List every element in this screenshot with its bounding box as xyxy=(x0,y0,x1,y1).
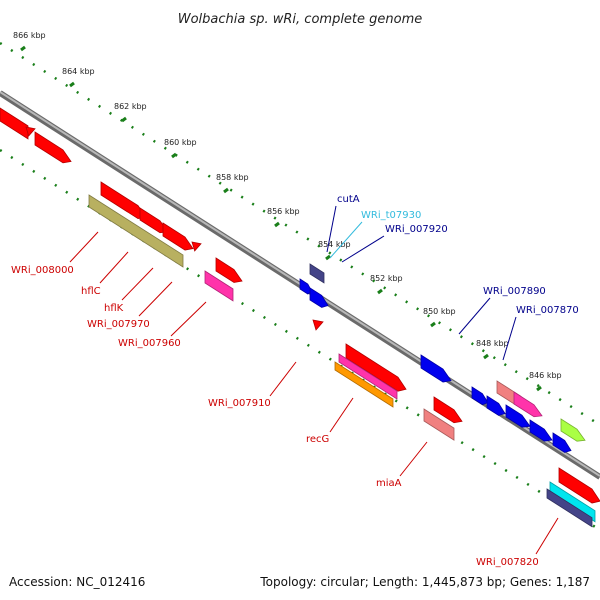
feature-label[interactable]: recG xyxy=(306,434,329,445)
scale-ticks: 866 kbp 864 kbp 862 kbp 860 kbp 858 kbp 856 k… xyxy=(13,31,562,392)
gene-feature[interactable] xyxy=(558,467,600,504)
scale-tick xyxy=(274,221,280,228)
gene-feature[interactable] xyxy=(162,222,194,251)
gene-feature[interactable] xyxy=(529,419,553,442)
map-title: Wolbachia sp. wRi, complete genome xyxy=(178,12,423,27)
feature-label[interactable]: cutA xyxy=(337,194,360,205)
label-leader-line xyxy=(69,231,99,263)
topology-text: Topology: circular; Length: 1,445,873 bp… xyxy=(259,575,590,589)
scale-tick xyxy=(325,254,331,261)
scale-tick xyxy=(377,288,383,295)
feature-label[interactable]: WRi_007920 xyxy=(385,224,448,235)
label-leader-line xyxy=(341,235,385,263)
upper-dotted-guide xyxy=(0,41,600,427)
scale-tick xyxy=(121,116,127,123)
label-leader-line xyxy=(99,251,129,284)
gene-feature[interactable] xyxy=(345,343,407,392)
label-leader-line xyxy=(269,361,297,397)
scale-tick xyxy=(69,81,75,88)
label-leader-line xyxy=(326,205,337,253)
gene-feature[interactable] xyxy=(546,488,593,528)
scale-tick-label: 862 kbp xyxy=(114,102,147,111)
feature-label[interactable]: WRi_t07930 xyxy=(361,210,421,221)
gene-feature[interactable] xyxy=(423,408,455,441)
feature-labels: WRi_008000 hflC hflK WRi_007970 WRi_0079… xyxy=(11,194,579,568)
gene-feature[interactable] xyxy=(309,263,325,284)
feature-label[interactable]: WRi_007960 xyxy=(118,338,181,349)
gene-feature[interactable] xyxy=(204,270,234,302)
label-leader-line xyxy=(138,281,173,317)
gene-feature[interactable] xyxy=(513,391,543,418)
feature-label[interactable]: hflK xyxy=(104,303,124,314)
gene-feature[interactable] xyxy=(215,257,243,283)
feature-label[interactable]: WRi_007870 xyxy=(516,305,579,316)
scale-tick-label: 848 kbp xyxy=(476,339,509,348)
gene-features xyxy=(0,107,600,528)
feature-label[interactable]: WRi_007890 xyxy=(483,286,546,297)
gene-feature[interactable] xyxy=(471,386,489,406)
scale-tick xyxy=(430,321,436,328)
scale-tick-label: 852 kbp xyxy=(370,274,403,283)
scale-tick-label: 856 kbp xyxy=(267,207,300,216)
gene-feature[interactable] xyxy=(34,131,72,164)
label-leader-line xyxy=(329,397,354,433)
gene-feature[interactable] xyxy=(309,287,329,308)
scale-tick-label: 860 kbp xyxy=(164,138,197,147)
label-leader-line xyxy=(458,297,491,335)
label-leader-line xyxy=(535,517,559,555)
label-leader-line xyxy=(329,221,363,259)
scale-tick xyxy=(171,152,177,159)
scale-tick-label: 846 kbp xyxy=(529,371,562,380)
feature-label[interactable]: hflC xyxy=(81,286,101,297)
scale-tick-label: 854 kbp xyxy=(318,240,351,249)
feature-label[interactable]: WRi_007970 xyxy=(87,319,150,330)
label-leader-line xyxy=(399,441,428,477)
gene-feature[interactable] xyxy=(486,395,506,416)
gene-feature[interactable] xyxy=(420,354,452,383)
gene-feature[interactable] xyxy=(191,241,202,252)
scale-tick-label: 850 kbp xyxy=(423,307,456,316)
scale-tick-label: 866 kbp xyxy=(13,31,46,40)
feature-label[interactable]: WRi_007910 xyxy=(208,398,271,409)
gene-feature[interactable] xyxy=(25,126,36,137)
gene-feature[interactable] xyxy=(505,404,531,428)
scale-tick xyxy=(223,187,229,194)
label-leader-line xyxy=(170,301,207,337)
feature-label[interactable]: WRi_007820 xyxy=(476,557,539,568)
label-leader-line xyxy=(121,267,154,301)
scale-tick-label: 858 kbp xyxy=(216,173,249,182)
gene-feature[interactable] xyxy=(549,481,596,523)
accession-text: Accession: NC_012416 xyxy=(9,575,145,589)
gene-feature[interactable] xyxy=(560,418,586,442)
scale-tick xyxy=(536,385,542,392)
gene-feature[interactable] xyxy=(433,396,463,424)
scale-tick xyxy=(483,353,489,360)
gene-feature[interactable] xyxy=(88,194,184,268)
feature-label[interactable]: miaA xyxy=(376,478,402,489)
feature-label[interactable]: WRi_008000 xyxy=(11,265,74,276)
gene-feature[interactable] xyxy=(312,319,324,331)
gene-feature[interactable] xyxy=(552,432,572,453)
gene-feature[interactable] xyxy=(334,361,394,408)
gene-feature[interactable] xyxy=(338,353,398,400)
label-leaders xyxy=(69,205,559,555)
scale-tick xyxy=(20,45,26,52)
gene-feature[interactable] xyxy=(0,107,29,140)
scale-tick-label: 864 kbp xyxy=(62,67,95,76)
label-leader-line xyxy=(502,316,517,361)
